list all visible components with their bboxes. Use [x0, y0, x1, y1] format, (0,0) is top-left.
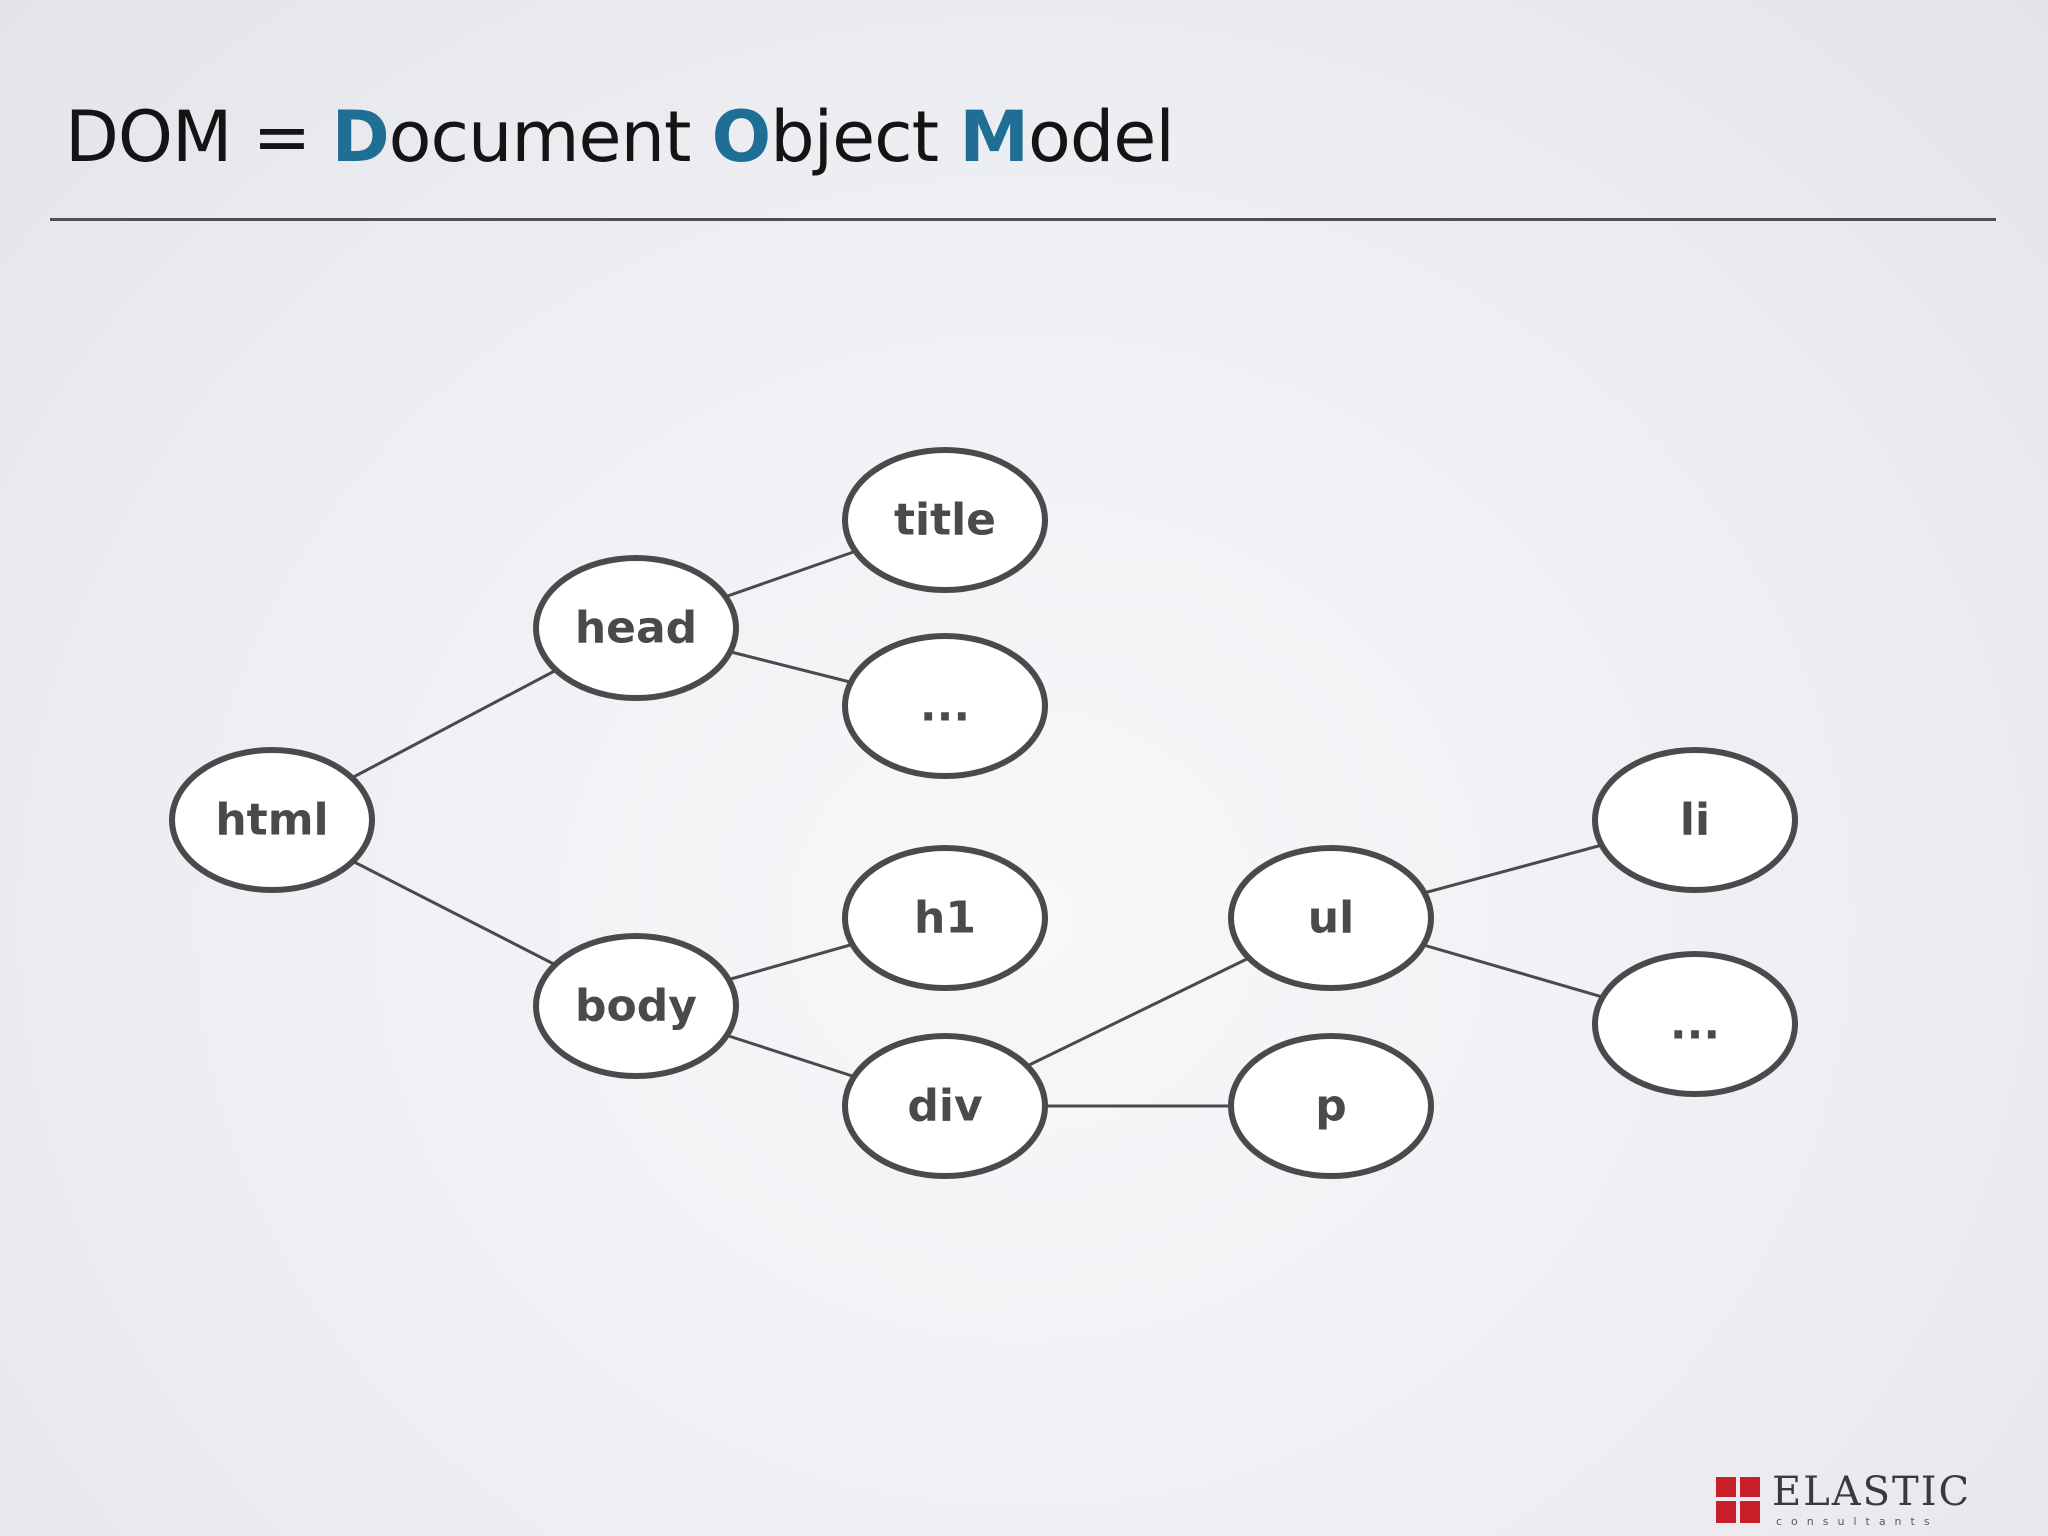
node-p-label: p: [1315, 1081, 1347, 1132]
title-initial-o: O: [711, 96, 772, 178]
node-head: head: [533, 555, 739, 701]
tree-nodes: html head body title... h1 div ul p li...: [169, 447, 1798, 1179]
node-ul-more-ellipse: [1592, 951, 1798, 1097]
logo-mark-icon: [1716, 1477, 1760, 1523]
title-word-rest-1: ocument: [388, 96, 712, 178]
node-div-label: div: [907, 1081, 983, 1132]
logo-tagline: consultants: [1776, 1515, 1939, 1528]
edge-head-title: [724, 549, 857, 599]
node-ul-ellipse: [1228, 845, 1434, 991]
edge-body-h1: [728, 942, 853, 982]
edge-ul-li: [1423, 843, 1603, 895]
node-ul-label: ul: [1308, 893, 1354, 944]
edge-div-ul: [1026, 956, 1250, 1068]
node-head-more: ...: [842, 633, 1048, 779]
node-head-more-ellipse: [842, 633, 1048, 779]
node-head-label: head: [575, 603, 697, 654]
node-p-ellipse: [1228, 1033, 1434, 1179]
node-li-ellipse: [1592, 747, 1798, 893]
logo-name: ELASTIC: [1772, 1469, 1972, 1515]
node-h1-ellipse: [842, 845, 1048, 991]
node-h1: h1: [842, 845, 1048, 991]
node-p: p: [1228, 1033, 1434, 1179]
node-ul-more-label: ...: [1670, 999, 1720, 1050]
node-head-ellipse: [533, 555, 739, 701]
elastic-consultants-logo: ELASTIC consultants: [1716, 1469, 2000, 1531]
title-initial-d: D: [331, 96, 390, 178]
node-html-ellipse: [169, 747, 375, 893]
node-body: body: [533, 933, 739, 1079]
title-initial-m: M: [959, 96, 1029, 178]
node-li: li: [1592, 747, 1798, 893]
node-html: html: [169, 747, 375, 893]
node-head-more-label: ...: [920, 681, 970, 732]
node-h1-label: h1: [914, 893, 976, 944]
tree-edges: [351, 549, 1604, 1108]
node-html-label: html: [215, 795, 328, 846]
node-div: div: [842, 1033, 1048, 1179]
edge-ul-ul-more: [1422, 943, 1604, 999]
node-ul-more: ...: [1592, 951, 1798, 1097]
node-title-ellipse: [842, 447, 1048, 593]
node-body-label: body: [575, 981, 697, 1032]
node-title: title: [842, 447, 1048, 593]
edge-html-body: [352, 859, 556, 967]
slide-title: DOM = Document Object Model: [65, 92, 1175, 182]
node-div-ellipse: [842, 1033, 1048, 1179]
title-prefix: DOM =: [65, 96, 332, 178]
node-ul: ul: [1228, 845, 1434, 991]
title-word-rest-2: bject: [770, 96, 960, 178]
title-divider: [50, 218, 1996, 221]
edge-body-div: [726, 1033, 855, 1079]
edge-html-head: [351, 668, 557, 780]
node-li-label: li: [1680, 795, 1710, 846]
edge-head-head-more: [729, 650, 852, 684]
title-word-rest-3: odel: [1028, 96, 1175, 178]
node-body-ellipse: [533, 933, 739, 1079]
node-title-label: title: [894, 495, 996, 546]
